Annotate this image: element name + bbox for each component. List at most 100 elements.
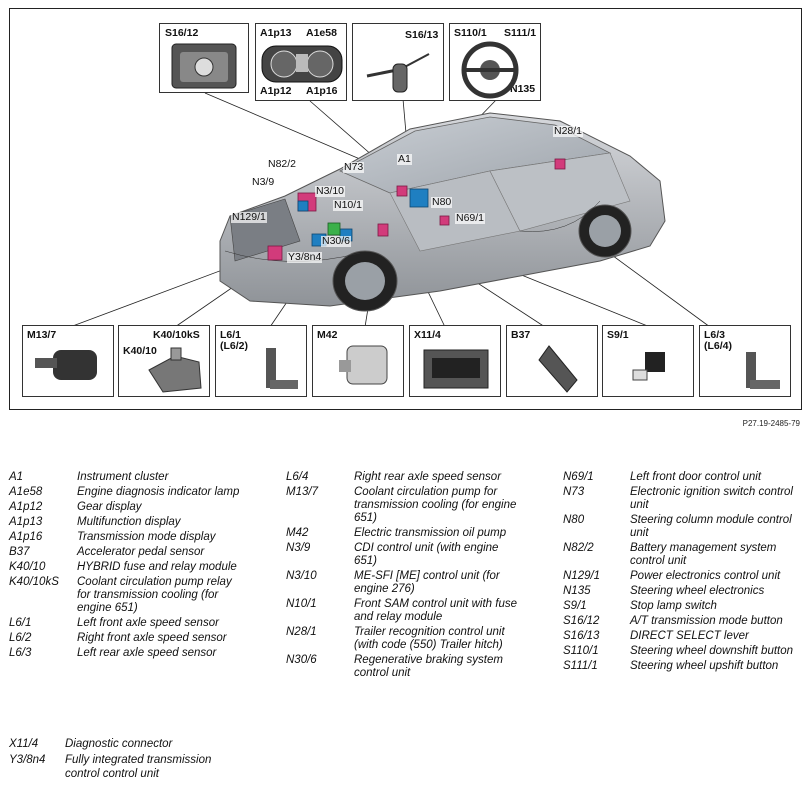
legend-code: S9/1 [563,600,587,612]
label-l6-3: L6/3 (L6/4) [704,329,733,352]
legend-description: Battery management system control unit [630,542,777,567]
legend-description: DIRECT SELECT lever [630,630,749,642]
legend-description: CDI control unit (with engine 651) [354,542,499,567]
legend-description: Trailer recognition control unit (with c… [354,626,505,651]
legend-code: Y3/8n4 [9,754,46,766]
legend-code: A1e58 [9,486,43,498]
label-a1p16: A1p16 [306,85,338,97]
component-location-diagram: A1 N73 N82/2 N3/9 N3/10 N10/1 N129/1 N30… [9,8,802,410]
legend-code: S16/13 [563,630,600,642]
legend-description: Diagnostic connector [65,738,173,750]
legend-description: A/T transmission mode button [630,615,783,627]
legend-code: M13/7 [286,486,318,498]
legend-row: M13/7 Coolant circulation pump for transm… [286,486,552,525]
inset-diagnostic-connector: X11/4 [409,325,501,397]
legend-description: Left front door control unit [630,471,762,483]
legend-code: N69/1 [563,471,594,483]
legend-code: L6/2 [9,632,32,644]
inset-transmission-oil-pump: M42 [312,325,404,397]
legend-description: Steering wheel downshift button [630,645,794,657]
label-s16-13: S16/13 [405,29,439,41]
legend-code: K40/10kS [9,576,59,588]
legend-code: N129/1 [563,570,601,582]
legend-code: A1p13 [9,516,43,528]
legend-code: S111/1 [563,660,598,672]
legend-code: L6/4 [286,471,309,483]
legend-row: L6/4 Right rear axle speed sensor [286,471,552,484]
callout-a1: A1 [397,153,412,165]
legend-description: HYBRID fuse and relay module [77,561,237,573]
inset-accelerator-pedal-sensor: B37 [506,325,598,397]
legend-code: N10/1 [286,598,317,610]
legend-description: Left rear axle speed sensor [77,647,217,659]
inset-stop-lamp-switch: S9/1 [602,325,694,397]
legend-description: Multifunction display [77,516,181,528]
label-s110-1: S110/1 [454,27,487,39]
legend-code: N135 [563,585,591,597]
direct-select-lever-icon [366,53,430,93]
legend-row: N3/9 CDI control unit (with engine 651) [286,542,552,568]
inset-transmission-mode-button: S16/12 [159,23,249,93]
callout-n73: N73 [343,161,365,173]
legend-code: M42 [286,527,309,539]
oil-pump-icon [339,345,388,385]
inset-hybrid-fuse-relay: K40/10kS K40/10 [118,325,210,397]
inset-direct-select-lever: S16/13 [352,23,444,101]
callout-n10-1: N10/1 [333,199,364,211]
legend-row: N82/2 Battery management system control u… [563,542,803,568]
legend-code: S110/1 [563,645,599,657]
steering-wheel-icon [461,41,519,99]
legend-code: B37 [9,546,30,558]
legend-row: L6/3 Left rear axle speed sensor [9,647,269,660]
label-x11-4: X11/4 [414,329,441,341]
legend-code: N3/10 [286,570,317,582]
legend-code: N3/9 [286,542,311,554]
legend-code: N73 [563,486,585,498]
legend-description: Coolant circulation pump relay for trans… [77,576,232,614]
callout-n82-2: N82/2 [267,158,298,170]
label-a1p12: A1p12 [260,85,292,97]
legend-description: Instrument cluster [77,471,169,483]
callout-n30-6: N30/6 [321,235,352,247]
legend-row: S110/1 Steering wheel downshift button [563,645,803,658]
inset-instrument-cluster: A1p13 A1e58 A1p12 A1p16 [255,23,347,101]
label-s111-1: S111/1 [504,27,537,39]
legend-code: S16/12 [563,615,600,627]
legend-code: L6/3 [9,647,32,659]
label-b37: B37 [511,329,531,341]
fuse-relay-module-icon [148,347,202,393]
legend-description: Electronic ignition switch control unit [630,486,793,511]
callout-n3-10: N3/10 [315,185,346,197]
figure-id: P27.19-2485-79 [742,419,800,428]
legend-description: Steering wheel upshift button [630,660,779,672]
legend-description: Coolant circulation pump for transmissio… [354,486,517,524]
legend-description: Fully integrated transmission control co… [65,754,212,780]
stop-lamp-switch-icon [632,352,665,381]
label-a1e58: A1e58 [306,27,337,39]
label-m13-7: M13/7 [27,329,57,341]
legend-description: Front SAM control unit with fuse and rel… [354,598,517,623]
legend-description: Steering wheel electronics [630,585,765,597]
legend-row: N73 Electronic ignition switch control un… [563,486,803,512]
legend-description: Steering column module control unit [630,514,792,539]
legend-description: Gear display [77,501,142,513]
legend-description: Transmission mode display [77,531,216,543]
inset-coolant-pump: M13/7 [22,325,114,397]
label-s16-12: S16/12 [165,27,199,39]
legend-row: K40/10kS Coolant circulation pump relay f… [9,576,269,615]
callout-y3-8n4: Y3/8n4 [287,251,323,263]
legend-code: N82/2 [563,542,594,554]
label-k40-10ks: K40/10kS [153,329,200,341]
legend-description: Right rear axle speed sensor [354,471,502,483]
legend-code: X11/4 [9,738,39,750]
